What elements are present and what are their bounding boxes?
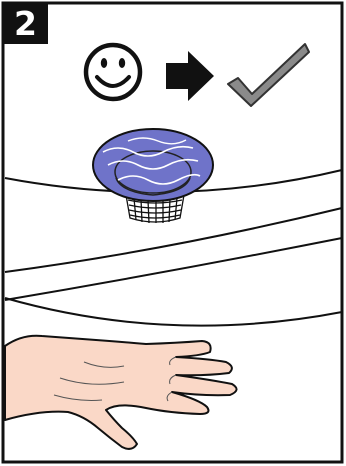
open-hand: [4, 334, 238, 450]
smiley-face-icon: [83, 42, 143, 102]
step-number-badge: 2: [3, 3, 48, 44]
arrow-right-icon: [166, 51, 214, 101]
step-number: 2: [14, 4, 37, 43]
checkmark-icon: [227, 43, 310, 107]
water-filter-cap: [92, 128, 214, 202]
filter-thread: [125, 194, 185, 224]
